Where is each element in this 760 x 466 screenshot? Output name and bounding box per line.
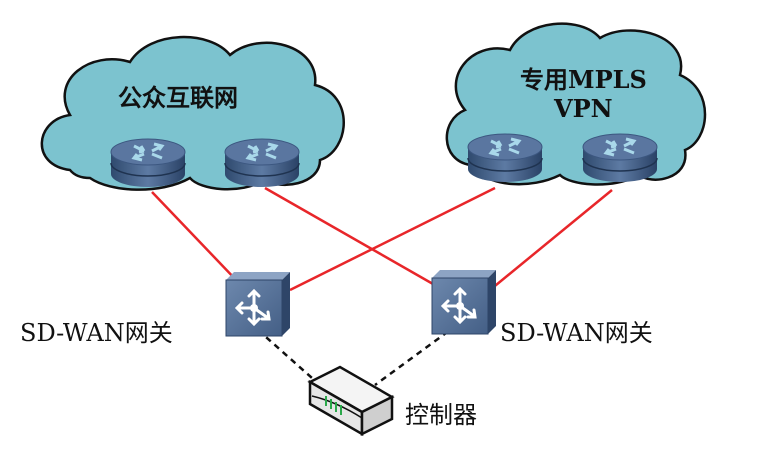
controller-icon bbox=[307, 365, 395, 437]
control-link-gw2 bbox=[374, 323, 458, 387]
link-internet-r1-gw1 bbox=[151, 191, 239, 283]
router-icon bbox=[466, 132, 544, 184]
link-mpls-r1-gw1 bbox=[289, 186, 496, 292]
mpls-label-line1: 专用MPLS bbox=[520, 65, 647, 94]
control-links bbox=[257, 323, 458, 387]
gateway-left-label: SD-WAN网关 bbox=[20, 319, 173, 347]
router-icon bbox=[109, 137, 187, 189]
wan-links bbox=[151, 186, 613, 292]
public-internet-label: 公众互联网 bbox=[118, 83, 238, 112]
link-mpls-r2-gw2 bbox=[489, 189, 613, 291]
mpls-label-line2: VPN bbox=[554, 94, 613, 123]
sd-wan-gateway-icon bbox=[430, 268, 498, 336]
router-icon bbox=[581, 132, 659, 184]
sd-wan-gateway-icon bbox=[224, 270, 292, 338]
gateway-right-label: SD-WAN网关 bbox=[500, 319, 653, 347]
router-icon bbox=[223, 137, 301, 189]
control-link-gw1 bbox=[257, 329, 313, 379]
link-internet-r2-gw2 bbox=[264, 186, 441, 290]
controller-label: 控制器 bbox=[405, 401, 477, 429]
